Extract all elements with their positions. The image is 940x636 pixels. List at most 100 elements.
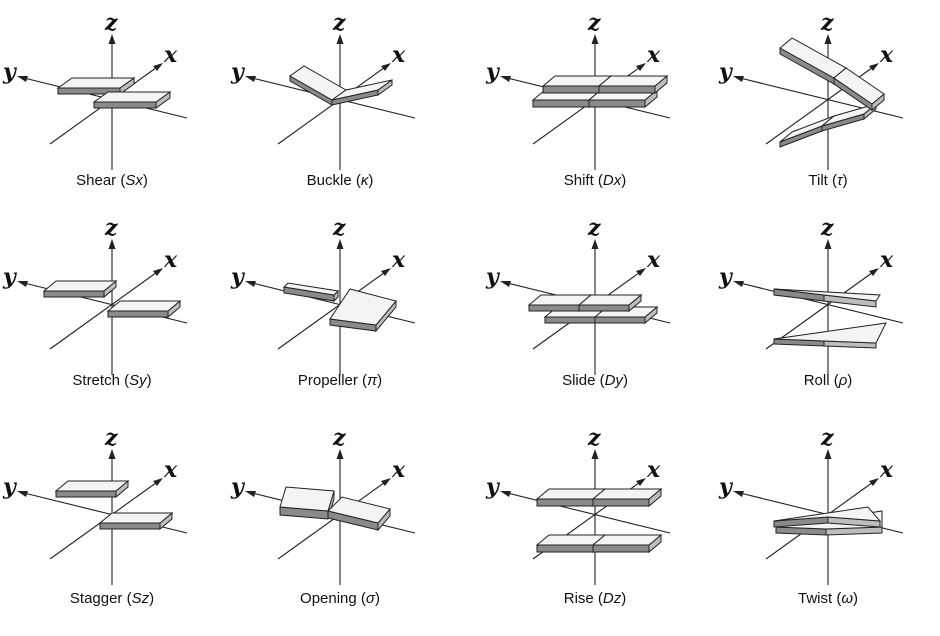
caption-name: Buckle ( — [307, 172, 361, 189]
bottom-pair — [543, 305, 659, 325]
y-axis-label: y — [2, 474, 18, 500]
caption-symbol: τ — [837, 172, 844, 189]
x-arrow-icon — [636, 63, 646, 71]
caption-close: ) — [375, 590, 380, 607]
caption-name: Tilt ( — [808, 172, 837, 189]
x-arrow-icon — [381, 63, 391, 71]
caption-name: Propeller ( — [298, 372, 367, 389]
right-base — [591, 533, 663, 554]
y-arrow-icon — [733, 76, 744, 82]
caption-symbol: Dx — [603, 172, 622, 189]
caption-close: ) — [621, 590, 626, 607]
z-arrow-icon — [108, 449, 116, 459]
left-base — [42, 279, 118, 299]
caption-shift: Shift (Dx) — [564, 172, 627, 189]
x-axis — [277, 269, 389, 350]
y-axis-label: y — [718, 264, 734, 290]
z-arrow-icon — [824, 239, 832, 249]
z-arrow-icon — [108, 34, 116, 44]
x-axis-label: x — [391, 457, 406, 483]
caption-name: Stretch ( — [72, 372, 129, 389]
x-arrow-icon — [153, 478, 163, 486]
z-axis-label: z — [587, 425, 601, 451]
caption-name: Rise ( — [564, 590, 603, 607]
upper-pair — [773, 506, 882, 528]
z-arrow-icon — [824, 34, 832, 44]
y-axis-label: y — [230, 59, 246, 85]
x-axis-label: x — [391, 247, 406, 273]
z-axis-label: z — [104, 425, 118, 451]
x-axis-label: x — [391, 42, 406, 68]
caption-symbol: ω — [841, 590, 853, 607]
top-pair — [535, 487, 663, 508]
y-axis-label: y — [485, 59, 501, 85]
y-arrow-icon — [245, 491, 256, 497]
y-arrow-icon — [733, 491, 744, 497]
caption-symbol: Sz — [132, 590, 150, 607]
caption-symbol: σ — [366, 590, 376, 607]
upper-pair — [773, 288, 881, 308]
caption-close: ) — [368, 172, 373, 189]
caption-shear: Shear (Sx) — [76, 172, 148, 189]
right-base — [597, 74, 669, 95]
z-axis-label: z — [587, 10, 601, 36]
left-base — [54, 479, 130, 499]
top-pair — [527, 293, 643, 313]
y-axis — [735, 76, 904, 119]
z-axis-label: z — [332, 425, 346, 451]
right-base — [331, 79, 393, 106]
caption-roll: Roll (ρ) — [804, 372, 853, 389]
top-pair — [541, 74, 669, 95]
caption-close: ) — [147, 372, 152, 389]
axes: zyx — [2, 425, 188, 585]
z-arrow-icon — [591, 34, 599, 44]
caption-symbol: Sy — [129, 372, 148, 389]
x-axis — [765, 269, 877, 350]
y-axis-label: y — [485, 264, 501, 290]
left-base — [279, 486, 335, 520]
z-arrow-icon — [591, 239, 599, 249]
y-axis-label: y — [230, 474, 246, 500]
caption-name: Slide ( — [562, 372, 605, 389]
z-axis-label: z — [104, 215, 118, 241]
lower-tilted-pair-right — [821, 102, 877, 132]
caption-name: Shift ( — [564, 172, 603, 189]
caption-symbol: π — [367, 372, 378, 389]
caption-symbol: Dy — [605, 372, 625, 389]
y-axis-label: y — [718, 474, 734, 500]
x-axis — [49, 269, 161, 350]
y-arrow-icon — [17, 76, 28, 82]
caption-twist: Twist (ω) — [798, 590, 858, 607]
lower-pair — [773, 322, 887, 349]
z-axis-label: z — [820, 10, 834, 36]
y-arrow-icon — [733, 281, 744, 287]
z-arrow-icon — [108, 239, 116, 249]
caption-slide: Slide (Dy) — [562, 372, 628, 389]
x-axis-label: x — [646, 247, 661, 273]
x-axis-label: x — [646, 42, 661, 68]
caption-close: ) — [149, 590, 154, 607]
z-arrow-icon — [336, 239, 344, 249]
y-axis-label: y — [718, 59, 734, 85]
x-arrow-icon — [153, 268, 163, 276]
y-axis-label: y — [2, 264, 18, 290]
z-arrow-icon — [336, 449, 344, 459]
x-arrow-icon — [869, 478, 879, 486]
left-base — [282, 282, 340, 303]
y-axis-label: y — [2, 59, 18, 85]
y-axis — [735, 281, 904, 324]
z-arrow-icon — [824, 449, 832, 459]
y-arrow-icon — [17, 491, 28, 497]
bottom-pair — [535, 533, 663, 554]
caption-symbol: Dz — [603, 590, 622, 607]
z-axis-label: z — [820, 215, 834, 241]
y-axis — [502, 491, 671, 534]
x-arrow-icon — [636, 478, 646, 486]
